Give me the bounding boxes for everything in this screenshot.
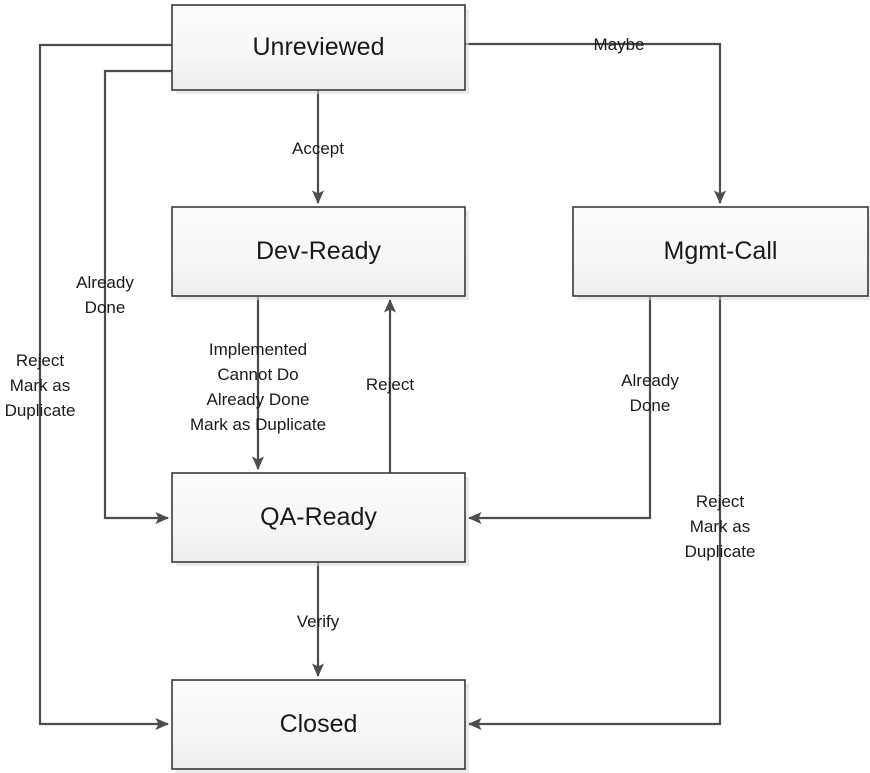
node-layer: Unreviewed Dev-Ready Mgmt-Call QA-Ready …: [171, 4, 870, 773]
edge-label-reject-dup-right-2: Mark as: [690, 517, 750, 536]
node-closed-box[interactable]: [171, 679, 466, 770]
edge-label-verify: Verify: [297, 612, 340, 631]
node-dev-ready[interactable]: Dev-Ready: [171, 206, 469, 300]
node-mgmt-call-box[interactable]: [572, 206, 869, 297]
node-qa-ready-box[interactable]: [171, 472, 466, 563]
edge-layer: Accept Maybe Already Done Reject Mark as…: [5, 35, 756, 731]
edge-unreviewed-closed[interactable]: Reject Mark as Duplicate: [5, 43, 172, 731]
edge-label-already-done-left-1: Already: [76, 273, 134, 292]
edge-label-already-done-center: Already Done: [206, 390, 309, 409]
edge-qaready-closed[interactable]: Verify: [297, 562, 340, 678]
node-label-dev-ready: Dev-Ready: [256, 237, 382, 265]
edge-label-maybe: Maybe: [593, 35, 644, 54]
node-qa-ready[interactable]: QA-Ready: [171, 472, 469, 566]
edge-label-already-done-right-1: Already: [621, 371, 679, 390]
edge-maybe[interactable]: Maybe: [465, 35, 727, 205]
node-unreviewed-box[interactable]: [171, 4, 466, 91]
edge-label-reject-center: Reject: [366, 375, 414, 394]
edge-qaready-devready[interactable]: Reject: [366, 298, 414, 473]
edge-label-already-done-right-2: Done: [630, 396, 671, 415]
node-dev-ready-box[interactable]: [171, 206, 466, 297]
node-unreviewed[interactable]: Unreviewed: [171, 4, 469, 94]
edge-label-accept: Accept: [292, 139, 344, 158]
edge-label-reject-dup-right-3: Duplicate: [685, 542, 756, 561]
edge-accept[interactable]: Accept: [292, 90, 344, 205]
edge-unreviewed-qaready[interactable]: Already Done: [76, 69, 172, 525]
node-label-qa-ready: QA-Ready: [260, 503, 377, 531]
edge-label-already-done-left-2: Done: [85, 298, 126, 317]
edge-label-mark-as-duplicate-center: Mark as Duplicate: [190, 415, 326, 434]
edge-label-reject-dup-right-1: Reject: [696, 492, 744, 511]
node-label-unreviewed: Unreviewed: [252, 33, 384, 61]
edge-mgmtcall-qaready[interactable]: Already Done: [467, 296, 679, 525]
edge-label-reject-dup-left-1: Reject: [16, 351, 64, 370]
edge-label-reject-dup-left-2: Mark as: [10, 376, 70, 395]
node-label-mgmt-call: Mgmt-Call: [664, 237, 778, 265]
node-label-closed: Closed: [280, 710, 358, 738]
node-mgmt-call[interactable]: Mgmt-Call: [572, 206, 870, 300]
edge-devready-qaready[interactable]: Implemented Cannot Do Already Done Mark …: [190, 296, 326, 471]
edge-label-implemented: Implemented: [209, 340, 307, 359]
edge-label-reject-dup-left-3: Duplicate: [5, 401, 76, 420]
edge-mgmtcall-closed[interactable]: Reject Mark as Duplicate: [467, 296, 756, 731]
node-closed[interactable]: Closed: [171, 679, 469, 773]
edge-label-cannot-do: Cannot Do: [217, 365, 298, 384]
